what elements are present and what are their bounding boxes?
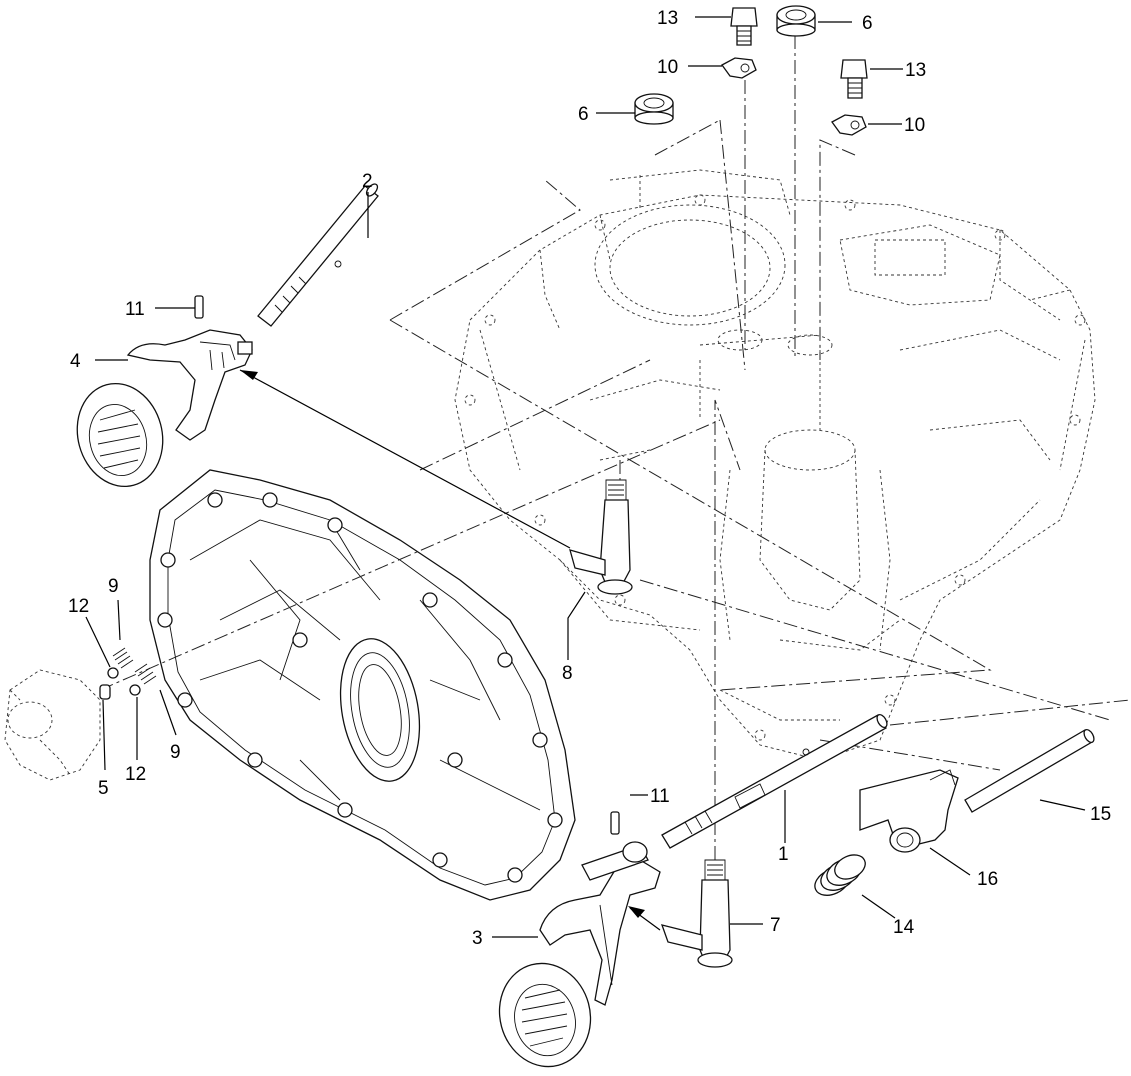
callout-13-right: 13	[905, 60, 926, 81]
lock-plate-10-right	[831, 114, 867, 136]
spring-14	[814, 854, 866, 896]
bolt-13-left	[730, 7, 758, 46]
gear-sleeve-upper	[76, 382, 164, 488]
shift-rod-2	[257, 183, 379, 327]
shift-lever-8	[569, 479, 633, 595]
detent-balls-springs	[99, 647, 157, 700]
callout-6-right: 6	[862, 13, 873, 34]
oil-seal-6-right	[776, 5, 816, 37]
oil-seal-6-left	[634, 93, 674, 125]
callout-9-upper: 9	[108, 576, 119, 597]
callout-13-left: 13	[657, 8, 678, 29]
shift-fork-3	[539, 841, 661, 1006]
lock-plate-10-left	[721, 57, 757, 79]
shift-fork-4	[126, 329, 253, 441]
callout-7: 7	[770, 915, 781, 936]
leader-lines	[85, 16, 1086, 938]
callout-1: 1	[778, 844, 789, 865]
transmission-case	[454, 169, 1096, 761]
clutch-housing	[149, 469, 576, 901]
callout-5: 5	[98, 778, 109, 799]
callout-10-left: 10	[657, 57, 678, 78]
callout-14: 14	[893, 917, 915, 938]
callout-11-upper: 11	[125, 299, 145, 320]
callout-4: 4	[70, 351, 81, 372]
shift-rod-15	[964, 728, 1095, 813]
callout-6-left: 6	[578, 104, 589, 125]
assembly-arrow	[239, 369, 661, 931]
callout-2: 2	[362, 171, 373, 192]
callout-9-lower: 9	[170, 742, 181, 763]
callout-12-upper: 12	[68, 596, 89, 617]
callout-8: 8	[562, 663, 573, 684]
callout-3: 3	[472, 928, 483, 949]
callout-12-lower: 12	[125, 764, 146, 785]
shift-lever-7	[660, 859, 733, 968]
callout-11-lower: 11	[650, 786, 670, 807]
callout-10-right: 10	[904, 115, 925, 136]
callout-labels: 1 2 3 4 5 6 6 7 8 9 9 10 10 11 11 12 12 …	[68, 8, 1111, 949]
shift-rod-1	[661, 713, 888, 849]
rear-cover-phantom	[4, 669, 101, 781]
gear-sleeve-lower	[498, 962, 592, 1068]
callout-15: 15	[1090, 804, 1111, 825]
bolt-13-right	[840, 59, 868, 99]
shift-fork-16	[859, 769, 959, 853]
callout-16: 16	[977, 869, 998, 890]
roll-pin-11-lower	[610, 811, 620, 835]
roll-pin-11-upper	[194, 295, 204, 319]
